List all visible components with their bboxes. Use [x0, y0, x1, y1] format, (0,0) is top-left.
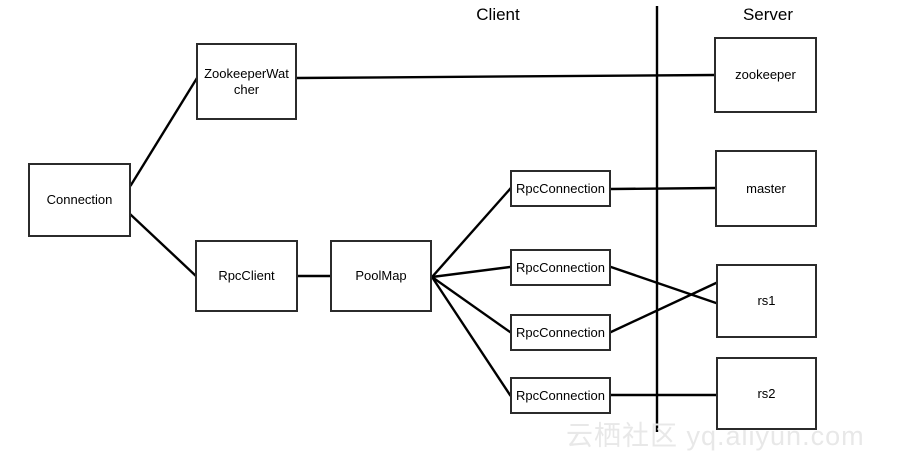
- node-rpcclient[interactable]: RpcClient: [195, 240, 298, 312]
- node-rs1[interactable]: rs1: [716, 264, 817, 338]
- edge-rpcconnection-2-to-rs1: [609, 265, 718, 305]
- node-rpcconnection-4[interactable]: RpcConnection: [510, 377, 611, 414]
- node-label-zookeeperwatcher: ZookeeperWatcher: [204, 65, 289, 97]
- edge-connection-to-zookeeperwatcher: [129, 76, 199, 187]
- node-zookeeperwatcher[interactable]: ZookeeperWatcher: [196, 43, 297, 120]
- node-poolmap[interactable]: PoolMap: [330, 240, 432, 312]
- node-rpcconnection-1[interactable]: RpcConnection: [510, 170, 611, 207]
- edge-connection-to-rpcclient: [129, 213, 198, 278]
- node-rpcconnection-2[interactable]: RpcConnection: [510, 249, 611, 286]
- client-zone-label: Client: [476, 5, 520, 24]
- node-label-connection: Connection: [46, 192, 113, 207]
- node-label-rpcconnection-3: RpcConnection: [516, 324, 605, 340]
- edge-poolmap-to-rpcconnection-4: [430, 275, 512, 397]
- node-label-zookeeper: zookeeper: [735, 67, 796, 82]
- edge-poolmap-to-rpcconnection-3: [430, 275, 512, 334]
- node-label-rpcclient: RpcClient: [218, 268, 275, 283]
- node-label-rs1: rs1: [757, 293, 776, 308]
- node-label-rpcconnection-4: RpcConnection: [516, 387, 605, 403]
- edge-zookeeperwatcher-to-zookeeper: [295, 73, 716, 80]
- edge-rpcconnection-1-to-master: [609, 186, 717, 191]
- edge-rpcconnection-3-to-rs1: [609, 281, 718, 334]
- node-rs2[interactable]: rs2: [716, 357, 817, 430]
- node-label-poolmap: PoolMap: [355, 268, 407, 283]
- node-connection[interactable]: Connection: [28, 163, 131, 237]
- node-zookeeper[interactable]: zookeeper: [714, 37, 817, 113]
- node-rpcconnection-3[interactable]: RpcConnection: [510, 314, 611, 351]
- node-label-rpcconnection-1: RpcConnection: [516, 180, 605, 196]
- node-master[interactable]: master: [715, 150, 817, 227]
- server-zone-label: Server: [742, 5, 794, 24]
- node-label-master: master: [746, 180, 786, 196]
- edge-poolmap-to-rpcconnection-1: [430, 187, 512, 279]
- node-label-rpcconnection-2: RpcConnection: [516, 259, 605, 275]
- edge-poolmap-to-rpcconnection-2: [430, 265, 512, 279]
- node-label-rs2: rs2: [757, 385, 776, 401]
